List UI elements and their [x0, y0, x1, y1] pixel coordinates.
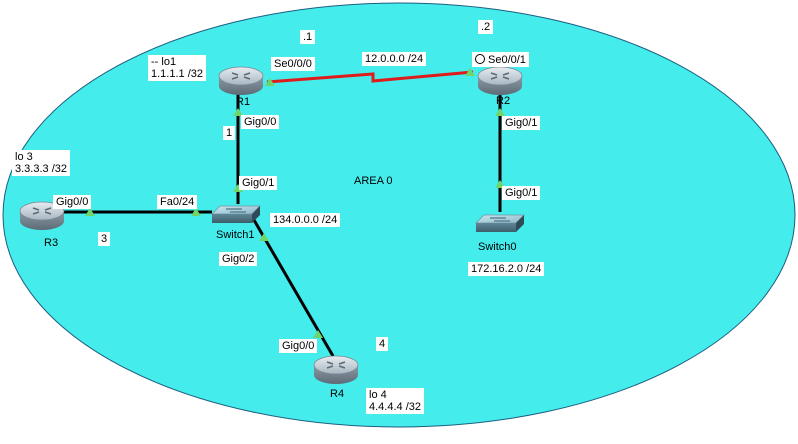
- note-net-134: 134.0.0.0 /24: [270, 213, 341, 227]
- port-label-sw0-gig: Gig0/1: [502, 186, 541, 200]
- port-label-sw1-gig01: Gig0/1: [239, 176, 278, 190]
- port-label-r1-gig: Gig0/0: [241, 115, 280, 129]
- port-label-sw1-gig02: Gig0/2: [219, 252, 258, 266]
- device-label-r4: R4: [330, 388, 345, 400]
- router-r2-icon[interactable]: [477, 66, 523, 96]
- port-status-sw1-fa: [191, 208, 201, 216]
- area-label: AREA 0: [354, 175, 393, 187]
- device-label-switch1: Switch1: [216, 229, 255, 241]
- port-label-r2-gig: Gig0/1: [502, 116, 541, 130]
- note-r2-host: .2: [478, 20, 494, 34]
- router-r1-icon[interactable]: [218, 66, 264, 96]
- port-status-sw1-gig01: [233, 184, 243, 192]
- port-label-r2-se: Se0/0/1: [472, 52, 529, 67]
- device-label-r1: R1: [236, 96, 251, 108]
- note-area-1: 1: [223, 126, 236, 140]
- area-0-region: [2, 2, 796, 428]
- port-status-r1-gig: [233, 108, 243, 116]
- switch1-icon[interactable]: [211, 205, 261, 224]
- port-status-sw1-gig02: [259, 233, 269, 241]
- serial-link-r1-r2: [266, 70, 474, 84]
- device-label-r2: R2: [496, 95, 511, 107]
- port-label-r1-se: Se0/0/0: [271, 57, 315, 71]
- port-label-r4-gig: Gig0/0: [279, 339, 318, 353]
- note-area-4: 4: [376, 337, 389, 351]
- port-status-r1-se: [265, 78, 275, 86]
- note-r1-loopback: -- lo1 1.1.1.1 /32: [148, 55, 206, 81]
- router-r4-icon[interactable]: [313, 355, 359, 385]
- note-net-172: 172.16.2.0 /24: [468, 262, 545, 276]
- port-label-r2-se-text: Se0/0/1: [488, 54, 526, 66]
- port-status-r2-se: [465, 68, 475, 76]
- note-r3-loopback: lo 3 3.3.3.3 /32: [12, 150, 70, 176]
- port-status-r2-gig: [495, 108, 505, 116]
- port-label-r3-gig: Gig0/0: [53, 195, 92, 209]
- clock-icon: [475, 54, 485, 64]
- port-label-sw1-fa: Fa0/24: [157, 195, 198, 209]
- device-label-r3: R3: [44, 237, 59, 249]
- switch0-icon[interactable]: [475, 214, 525, 233]
- port-status-r4-gig: [313, 330, 323, 338]
- note-area-3: 3: [98, 232, 111, 246]
- note-r4-loopback: lo 4 4.4.4.4 /32: [366, 388, 424, 414]
- note-r1-host: .1: [300, 30, 316, 44]
- note-net-12: 12.0.0.0 /24: [362, 52, 427, 66]
- port-status-r3-gig: [85, 208, 95, 216]
- device-label-switch0: Switch0: [478, 241, 517, 253]
